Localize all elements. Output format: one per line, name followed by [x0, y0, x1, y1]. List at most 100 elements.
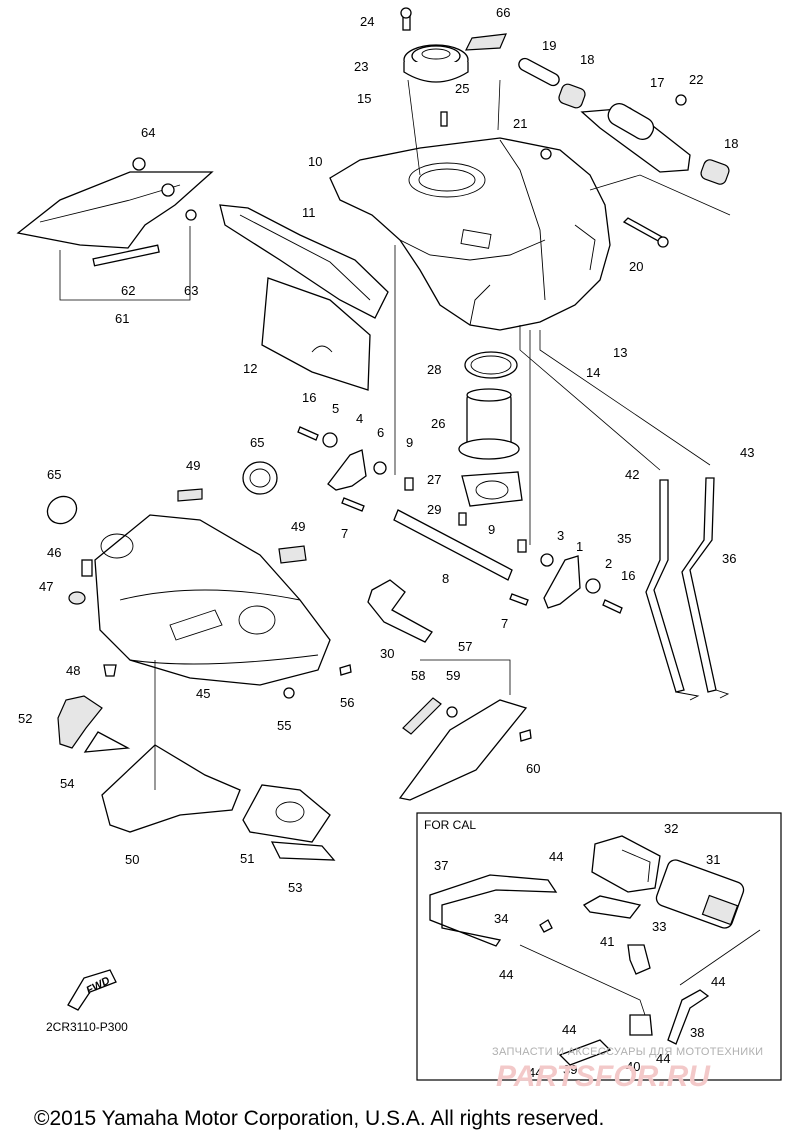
callout-14: 14	[586, 365, 600, 380]
callout-50: 50	[125, 852, 139, 867]
callout-49-right: 49	[291, 519, 305, 534]
callout-51: 51	[240, 851, 254, 866]
callout-57: 57	[458, 639, 472, 654]
side-panel-drawing	[398, 697, 532, 801]
callout-42: 42	[625, 467, 639, 482]
callout-20: 20	[629, 259, 643, 274]
callout-9-right: 9	[488, 522, 495, 537]
decal-66-drawing	[464, 33, 507, 51]
callout-44-b: 44	[499, 967, 513, 982]
callout-5: 5	[332, 401, 339, 416]
for-cal-inset-frame	[416, 812, 782, 1081]
callout-60: 60	[526, 761, 540, 776]
callout-11: 11	[302, 205, 316, 220]
fwd-direction-badge: FWD	[67, 969, 117, 1011]
callout-65-left: 65	[47, 467, 61, 482]
callout-8: 8	[442, 571, 449, 586]
callout-22: 22	[689, 72, 703, 87]
callout-46: 46	[47, 545, 61, 560]
drawing-code: 2CR3110-P300	[46, 1020, 128, 1034]
callout-4: 4	[356, 411, 363, 426]
callout-59: 59	[446, 668, 460, 683]
callout-36: 36	[722, 551, 736, 566]
callout-30: 30	[380, 646, 394, 661]
callout-16-right: 16	[621, 568, 635, 583]
callout-45: 45	[196, 686, 210, 701]
callout-10: 10	[308, 154, 322, 169]
callout-39: 39	[563, 1062, 577, 1077]
fasteners-drawing	[440, 111, 669, 248]
callout-64: 64	[141, 125, 155, 140]
tank-bracket-drawing	[518, 57, 730, 185]
callout-32: 32	[664, 821, 678, 836]
callout-6: 6	[377, 425, 384, 440]
callout-18-right: 18	[724, 136, 738, 151]
side-fairing-drawing	[16, 157, 214, 267]
leader-lines	[59, 79, 731, 790]
air-ducts-drawing	[57, 695, 336, 861]
callout-37: 37	[434, 858, 448, 873]
callout-55: 55	[277, 718, 291, 733]
callout-2: 2	[605, 556, 612, 571]
callout-31: 31	[706, 852, 720, 867]
callout-18-top: 18	[580, 52, 594, 67]
callout-43: 43	[740, 445, 754, 460]
callout-labels: 1 2 3 4 5 6 7 7 8 9 9 10 11 12 13 14 15 …	[18, 5, 754, 1080]
callout-44-e: 44	[656, 1051, 670, 1066]
callout-28: 28	[427, 362, 441, 377]
callout-58: 58	[411, 668, 425, 683]
callout-7-left: 7	[341, 526, 348, 541]
copyright-notice: ©2015 Yamaha Motor Corporation, U.S.A. A…	[34, 1107, 604, 1130]
watermark-caption: ЗАПЧАСТИ И АКСЕССУАРЫ ДЛЯ МОТОТЕХНИКИ	[492, 1046, 763, 1058]
callout-48: 48	[66, 663, 80, 678]
callout-62: 62	[121, 283, 135, 298]
callout-27: 27	[427, 472, 441, 487]
mount-bracket-drawing	[297, 426, 623, 614]
callout-13: 13	[613, 345, 627, 360]
callout-23: 23	[354, 59, 368, 74]
callout-56: 56	[340, 695, 354, 710]
for-cal-label: FOR CAL	[424, 818, 476, 832]
callout-34: 34	[494, 911, 508, 926]
callout-9-left: 9	[406, 435, 413, 450]
callout-47: 47	[39, 579, 53, 594]
tank-cover-drawing	[219, 204, 389, 391]
callout-25: 25	[455, 81, 469, 96]
callout-44-f: 44	[528, 1065, 542, 1080]
tank-top-cover-drawing	[94, 514, 331, 686]
hose-30-drawing	[367, 579, 433, 643]
callout-21: 21	[513, 116, 527, 131]
callout-53: 53	[288, 880, 302, 895]
callout-66: 66	[496, 5, 510, 20]
callout-26: 26	[431, 416, 445, 431]
callout-3: 3	[557, 528, 564, 543]
callout-29: 29	[427, 502, 441, 517]
fuel-tank-drawing	[329, 137, 611, 331]
callout-24: 24	[360, 14, 374, 29]
callout-19: 19	[542, 38, 556, 53]
fuel-cap-drawing	[400, 7, 469, 83]
emblems-drawing	[46, 461, 307, 564]
callout-44-d: 44	[562, 1022, 576, 1037]
callout-54: 54	[60, 776, 74, 791]
callout-44-c: 44	[711, 974, 725, 989]
vent-hoses-drawing	[645, 477, 730, 701]
callout-16-left: 16	[302, 390, 316, 405]
callout-33: 33	[652, 919, 666, 934]
callout-52: 52	[18, 711, 32, 726]
callout-40: 40	[626, 1059, 640, 1074]
callout-1: 1	[576, 539, 583, 554]
callout-38: 38	[690, 1025, 704, 1040]
callout-17: 17	[650, 75, 664, 90]
callout-7-right: 7	[501, 616, 508, 631]
callout-63: 63	[184, 283, 198, 298]
callout-61: 61	[115, 311, 129, 326]
callout-49-left: 49	[186, 458, 200, 473]
callout-15: 15	[357, 91, 371, 106]
fuel-pump-drawing	[458, 351, 523, 526]
cover-hardware-drawing	[68, 559, 352, 699]
canister-drawing	[429, 835, 761, 1066]
callout-12: 12	[243, 361, 257, 376]
callout-41: 41	[600, 934, 614, 949]
